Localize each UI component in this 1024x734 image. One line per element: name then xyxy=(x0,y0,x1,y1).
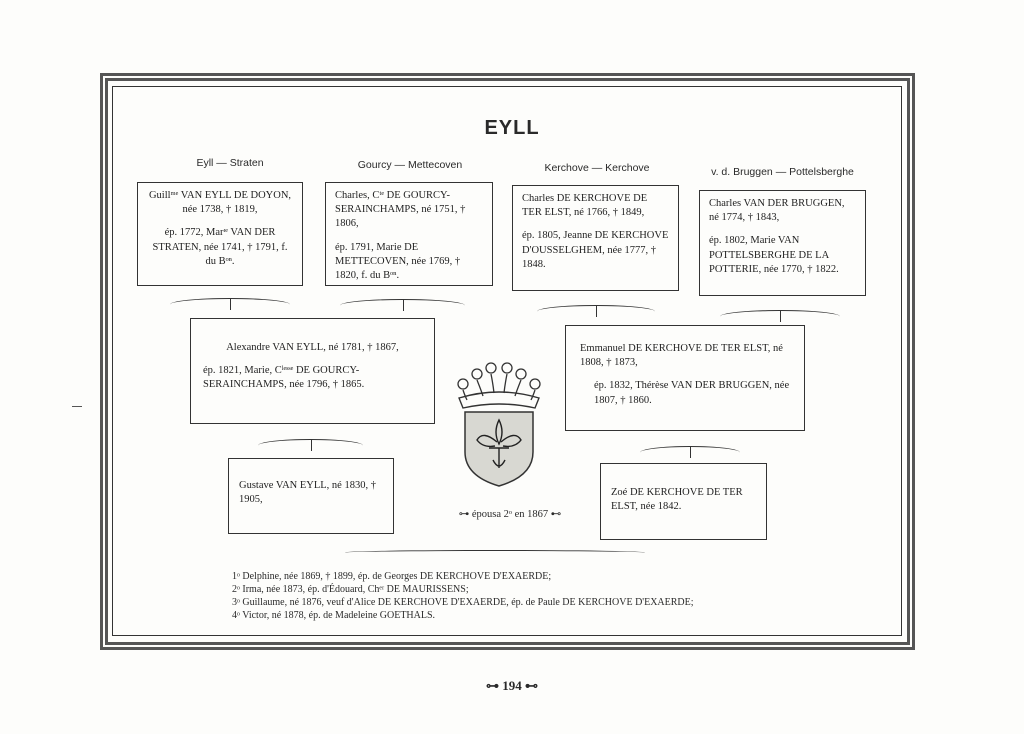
coat-of-arms-icon xyxy=(457,362,541,487)
parent-wife: ép. 1821, Marie, Cˡᵉˢˢᵉ DE GOURCY-SERAIN… xyxy=(203,365,365,391)
parent-wife: ép. 1832, Thérèse VAN DER BRUGGEN, née 1… xyxy=(594,380,790,406)
family-brace xyxy=(720,310,840,323)
ancestor-husband: Charles, Cᵗᵉ DE GOURCY-SERAINCHAMPS, né … xyxy=(335,190,466,230)
marriage-note: ⊶ épousa 2ᵒ en 1867 ⊷ xyxy=(458,509,562,520)
list-item: 2ᵒ Irma, née 1873, ép. d'Édouard, Chᵉʳ D… xyxy=(232,584,469,595)
parent-husband: Alexandre VAN EYLL, né 1781, † 1867, xyxy=(226,342,399,353)
ancestor-husband: Charles DE KERCHOVE DE TER ELST, né 1766… xyxy=(522,193,648,219)
page-title: EYLL xyxy=(484,117,540,139)
page-number: ⊶ 194 ⊷ xyxy=(486,678,538,693)
ancestor-box-kerchove: Charles DE KERCHOVE DE TER ELST, né 1766… xyxy=(512,185,679,291)
couple-heading-bruggen-pottelsberghe: v. d. Bruggen — Pottelsberghe xyxy=(711,166,854,178)
margin-mark xyxy=(72,406,82,407)
family-brace xyxy=(537,305,655,318)
ancestor-husband: Guillᵐᵉ VAN EYLL DE DOYON, née 1738, † 1… xyxy=(148,190,292,216)
ancestor-wife: ép. 1805, Jeanne DE KERCHOVE D'OUSSELGHE… xyxy=(522,230,669,270)
person-name: Zoé DE KERCHOVE DE TER ELST, née 1842. xyxy=(611,487,743,513)
parent-box-emmanuel: Emmanuel DE KERCHOVE DE TER ELST, né 180… xyxy=(565,325,805,431)
ancestor-wife: ép. 1791, Marie DE METTECOVEN, née 1769,… xyxy=(335,241,461,281)
ancestor-box-eyll: Guillᵐᵉ VAN EYLL DE DOYON, née 1738, † 1… xyxy=(137,182,303,286)
ancestor-wife: ép. 1802, Marie VAN POTTELSBERGHE DE LA … xyxy=(709,235,839,275)
person-box-gustave: Gustave VAN EYLL, né 1830, † 1905, xyxy=(228,458,394,534)
children-list: 1ᵒ Delphine, née 1869, † 1899, ép. de Ge… xyxy=(232,570,792,622)
parent-husband: Emmanuel DE KERCHOVE DE TER ELST, né 180… xyxy=(580,343,783,369)
list-item: 1ᵒ Delphine, née 1869, † 1899, ép. de Ge… xyxy=(232,571,552,582)
parent-box-alexandre: Alexandre VAN EYLL, né 1781, † 1867, ép.… xyxy=(190,318,435,424)
ancestor-husband: Charles VAN DER BRUGGEN, né 1774, † 1843… xyxy=(709,198,845,224)
ancestor-box-gourcy: Charles, Cᵗᵉ DE GOURCY-SERAINCHAMPS, né … xyxy=(325,182,493,286)
person-box-zoe: Zoé DE KERCHOVE DE TER ELST, née 1842. xyxy=(600,463,767,540)
list-item: 3ᵒ Guillaume, né 1876, veuf d'Alice DE K… xyxy=(232,597,694,608)
ancestor-wife: ép. 1772, Marᶦᵉ VAN DER STRATEN, née 174… xyxy=(152,227,288,267)
family-brace xyxy=(340,299,465,312)
list-item: 4ᵒ Victor, né 1878, ép. de Madeleine GOE… xyxy=(232,610,436,621)
family-brace xyxy=(170,298,290,311)
section-divider xyxy=(345,550,645,555)
couple-heading-eyll-straten: Eyll — Straten xyxy=(196,157,264,169)
couple-heading-gourcy-mettecoven: Gourcy — Mettecoven xyxy=(357,159,463,171)
couple-heading-kerchove-kerchove: Kerchove — Kerchove xyxy=(544,162,650,174)
family-brace xyxy=(640,446,740,459)
person-name: Gustave VAN EYLL, né 1830, † 1905, xyxy=(239,480,376,506)
ancestor-box-bruggen: Charles VAN DER BRUGGEN, né 1774, † 1843… xyxy=(699,190,866,296)
family-brace xyxy=(258,439,363,452)
inner-frame xyxy=(112,86,902,636)
